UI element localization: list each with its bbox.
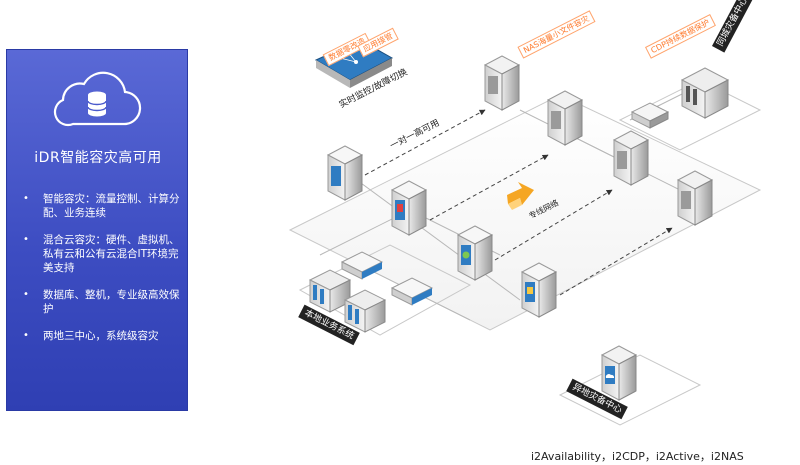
bullet-icon: • xyxy=(23,289,29,300)
server-nas-replica xyxy=(483,55,521,111)
product-list: i2Availability，i2CDP，i2Active，i2NAS xyxy=(531,450,744,463)
feature-list: •智能容灾：流量控制、计算分配、业务连续 •混合云容灾：硬件、虚拟机、私有云和公… xyxy=(21,192,183,356)
orange-arrow-icon xyxy=(507,182,534,210)
bullet-icon: • xyxy=(23,330,29,341)
server-replica-4 xyxy=(676,170,714,226)
server-remote xyxy=(600,345,638,401)
bullet-icon: • xyxy=(23,234,29,245)
feature-item: •两地三中心，系统级容灾 xyxy=(23,330,159,342)
server-local-db xyxy=(326,145,364,201)
cloud-database-icon xyxy=(53,71,142,127)
feature-item: •数据库、整机，专业级高效保护 xyxy=(23,289,180,315)
server-local-web xyxy=(456,225,494,281)
server-replica-3 xyxy=(612,130,650,186)
server-rack-local-2 xyxy=(343,289,387,333)
feature-item: •智能容灾：流量控制、计算分配、业务连续 xyxy=(23,193,180,219)
storage-box-same-city xyxy=(630,102,670,129)
server-rack-same-city xyxy=(680,67,730,119)
storage-box-local-2 xyxy=(390,277,434,306)
panel-title: iDR智能容灾高可用 xyxy=(34,150,162,166)
feature-item: •混合云容灾：硬件、虚拟机、私有云和公有云混合IT环境完美支持 xyxy=(23,234,180,274)
server-local-doc xyxy=(390,180,428,236)
replication-arrows xyxy=(364,109,673,296)
server-replica-2 xyxy=(546,90,584,146)
server-rack-local xyxy=(308,269,352,313)
server-local-app xyxy=(520,262,558,318)
bullet-icon: • xyxy=(23,193,29,204)
feature-panel: iDR智能容灾高可用 •智能容灾：流量控制、计算分配、业务连续 •混合云容灾：硬… xyxy=(6,49,188,411)
storage-box-local-1 xyxy=(340,251,384,280)
